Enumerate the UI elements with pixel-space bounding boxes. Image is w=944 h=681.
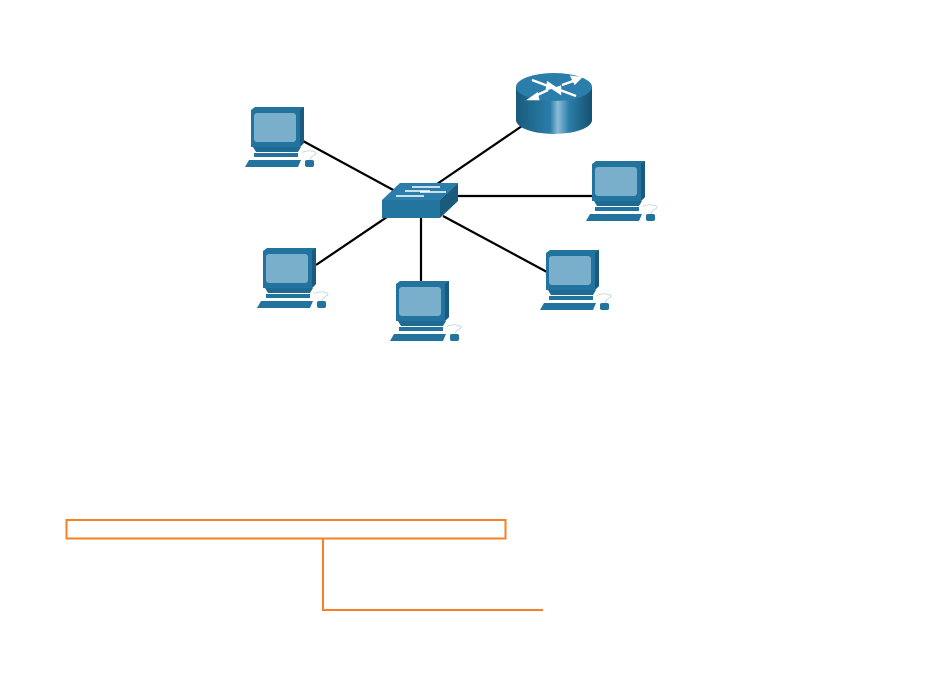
- computer-icon-pc-top-left[interactable]: [244, 106, 317, 168]
- annotation-leader-line: [322, 539, 543, 611]
- computer-icon-pc-right[interactable]: [585, 160, 658, 222]
- router-icon[interactable]: [516, 73, 592, 134]
- computer-icon-pc-bottom-right[interactable]: [539, 249, 612, 311]
- annotation-box: [65, 519, 507, 540]
- link-switch-pc-bottom-right: [442, 215, 548, 273]
- annotation-bracket: [65, 519, 543, 611]
- link-switch-pc-top-left: [302, 140, 398, 193]
- computer-icon-pc-bottom[interactable]: [389, 280, 462, 342]
- link-switch-pc-bottom-left: [315, 216, 388, 266]
- switch-icon[interactable]: [382, 183, 458, 218]
- link-switch-router: [436, 125, 523, 185]
- computer-icon-pc-bottom-left[interactable]: [256, 247, 329, 309]
- links: [302, 125, 592, 281]
